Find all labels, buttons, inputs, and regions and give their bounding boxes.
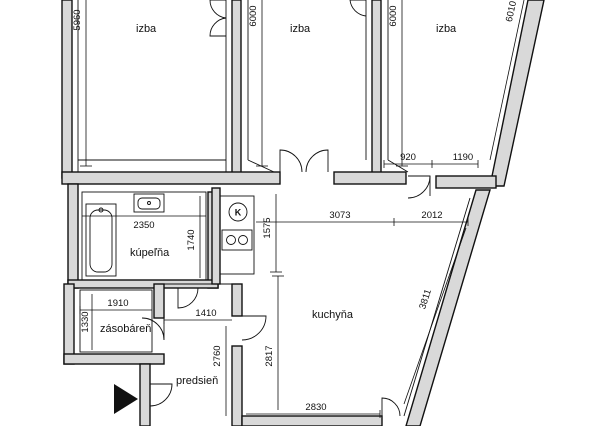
wall-right-slanted	[489, 0, 545, 187]
kitchen-counter	[219, 195, 255, 275]
dim-hall-height: 2760	[212, 345, 223, 366]
stove-symbol	[228, 202, 248, 222]
wall-left-izba1	[61, 0, 73, 179]
room-label-izba-2: izba	[290, 23, 311, 35]
dim-izba2-height: 6000	[248, 5, 259, 26]
wall-hall-right-lower	[231, 345, 243, 426]
bathtub	[85, 203, 117, 277]
dim-bath-height: 1740	[186, 229, 197, 250]
room-label-predsien: predsieň	[176, 375, 218, 387]
dim-pantry-width: 1910	[107, 298, 128, 309]
wall-rooms-bottom-1	[61, 171, 281, 185]
hob	[221, 229, 253, 251]
door-izba3-bottom	[407, 175, 431, 199]
wall-hall-right	[231, 283, 243, 317]
wall-rooms-bottom-2	[333, 171, 407, 185]
dim-1190: 1190	[453, 152, 473, 163]
door-izba1	[209, 0, 227, 19]
dim-920: 920	[400, 152, 416, 163]
wall-pantry-left	[63, 283, 75, 365]
dim-kitchen-nook: 1575	[262, 217, 273, 238]
dim-pantry-height: 1330	[80, 311, 91, 332]
stove-label: K	[235, 208, 242, 218]
wall-kitchen-bottom	[241, 415, 383, 426]
entrance-arrow-icon	[114, 384, 138, 414]
room-label-izba-3: izba	[436, 23, 457, 35]
dim-kitchen-diagonal: 3811	[417, 288, 434, 311]
wall-rooms-bottom-3	[435, 175, 497, 189]
door-kitchen	[241, 315, 267, 341]
dim-bath-width: 2350	[133, 220, 154, 231]
room-label-kupelna: kúpeľňa	[130, 247, 170, 259]
door-entrance	[149, 383, 173, 407]
door-bathroom	[177, 287, 199, 309]
door-kitchen-bottom	[381, 397, 401, 417]
dim-izba1-height: 5960	[72, 9, 83, 30]
dim-diagonal-top: 6010	[504, 0, 519, 23]
dim-kitchen-bottom: 2830	[305, 402, 326, 413]
wall-pantry-right	[153, 283, 165, 319]
wall-izba2-izba3	[371, 0, 382, 181]
door-izba3	[349, 0, 367, 17]
dim-izba3-height: 6000	[388, 5, 399, 26]
wall-izba1-izba2	[231, 0, 242, 179]
room-label-izba-1: izba	[136, 23, 157, 35]
wall-bath-left	[67, 183, 79, 289]
dim-kitchen-top-right: 2012	[421, 210, 442, 221]
wall-hall-left-lower	[139, 363, 151, 426]
dim-kitchen-top-left: 3073	[329, 210, 350, 221]
wall-nook-left	[211, 187, 221, 285]
door-pantry	[141, 317, 165, 341]
dim-kitchen-height: 2817	[264, 345, 275, 366]
room-label-zasobaren: zásobáreň	[100, 323, 151, 335]
dim-hall-width: 1410	[195, 308, 216, 319]
wall-kitchen-slanted	[405, 189, 491, 426]
washbasin	[133, 193, 165, 213]
wall-pantry-bottom	[63, 353, 165, 365]
door-izba2-bottom	[279, 149, 303, 173]
room-label-kuchyna: kuchyňa	[312, 309, 354, 321]
